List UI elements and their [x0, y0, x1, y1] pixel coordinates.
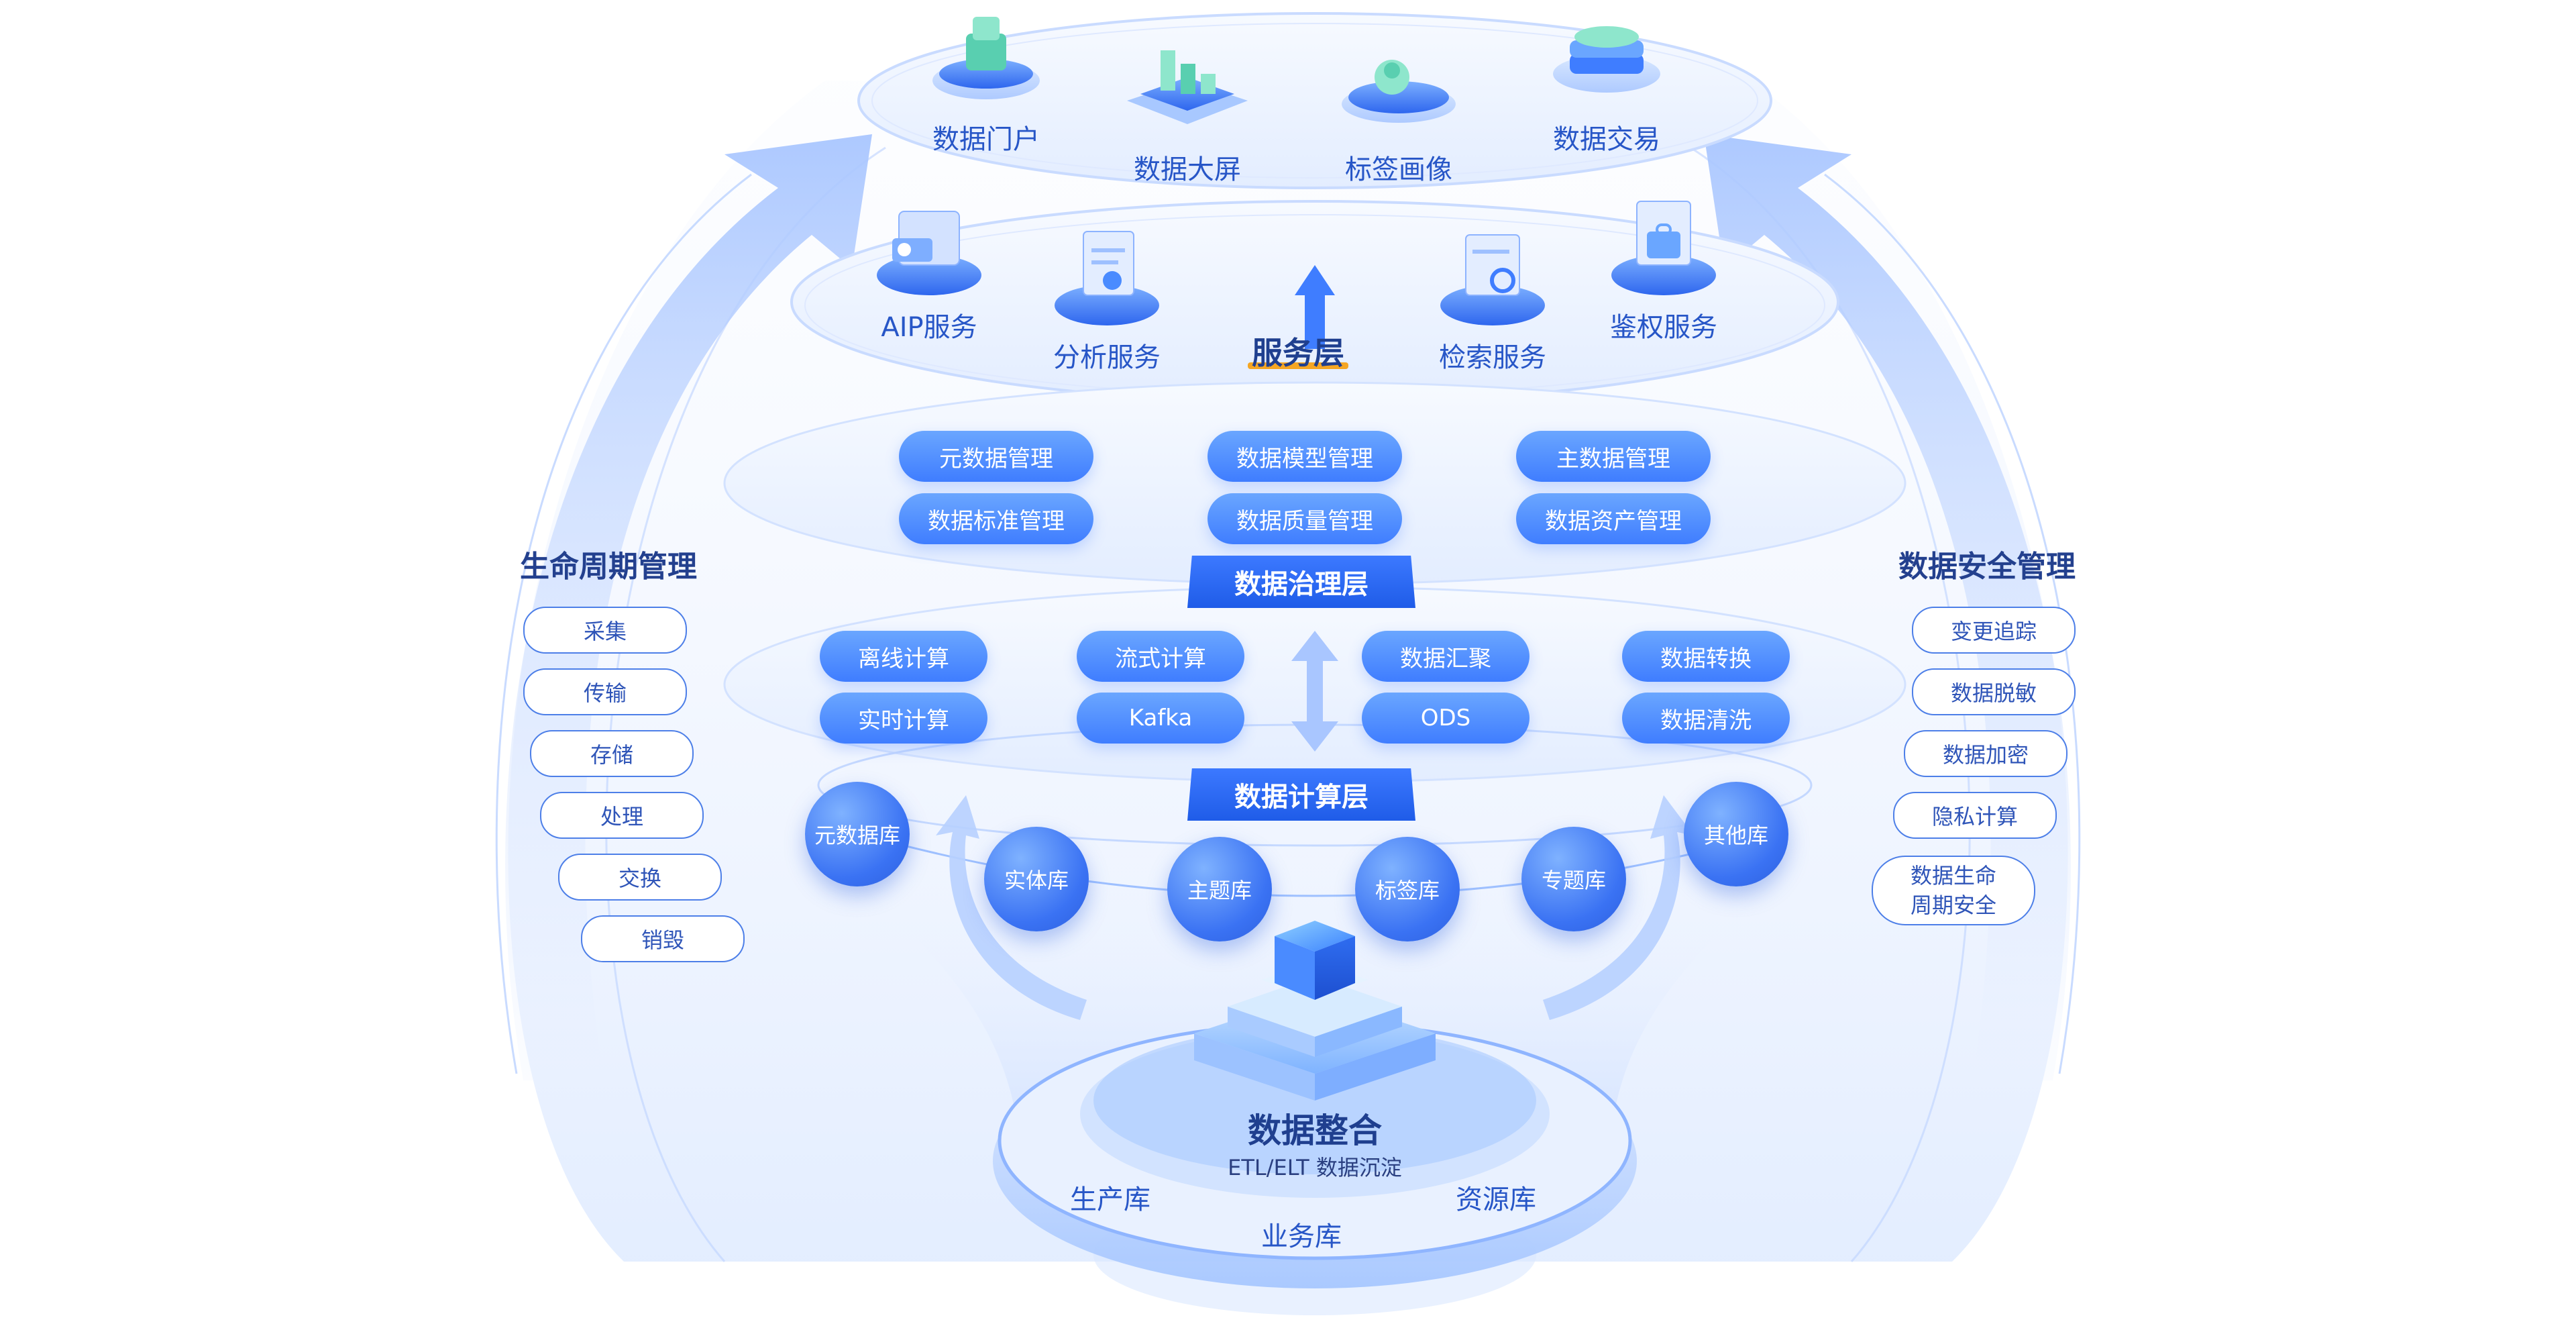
- lifecycle-item-store: 存储: [530, 730, 694, 777]
- security-title: 数据安全管理: [1898, 550, 2076, 584]
- library-entity: 实体库: [984, 827, 1089, 931]
- integration-subtitle: ETL/ELT 数据沉淀: [1228, 1155, 1402, 1180]
- gov-item-master: 主数据管理: [1516, 431, 1711, 482]
- lifecycle-item-destroy: 销毁: [581, 915, 745, 962]
- library-other: 其他库: [1684, 782, 1788, 886]
- gov-item-asset: 数据资产管理: [1516, 493, 1711, 544]
- security-item-lifecycle-line1: 数据生命: [1910, 863, 1996, 888]
- top-item-screen: 数据大屏: [1134, 154, 1241, 185]
- service-item-analysis: 分析服务: [1053, 342, 1161, 373]
- lifecycle-item-exchange: 交换: [558, 854, 722, 901]
- integration-title: 数据整合: [1248, 1111, 1382, 1150]
- security-item-lifecycle-security: 数据生命 周期安全: [1872, 856, 2035, 925]
- lifecycle-title: 生命周期管理: [520, 550, 697, 584]
- gov-item-standard: 数据标准管理: [899, 493, 1093, 544]
- library-topic: 主题库: [1167, 837, 1272, 941]
- security-item-masking: 数据脱敏: [1912, 668, 2076, 715]
- library-tag: 标签库: [1355, 837, 1460, 941]
- lifecycle-item-process: 处理: [540, 792, 704, 839]
- compute-item-transform: 数据转换: [1622, 631, 1790, 682]
- compute-item-offline: 离线计算: [820, 631, 987, 682]
- security-item-lifecycle-line2: 周期安全: [1910, 892, 1996, 918]
- top-item-trading: 数据交易: [1553, 124, 1660, 155]
- top-item-tag-profile: 标签画像: [1345, 154, 1452, 185]
- top-item-portal: 数据门户: [932, 124, 1040, 155]
- gov-item-quality: 数据质量管理: [1208, 493, 1402, 544]
- compute-item-kafka: Kafka: [1077, 693, 1244, 744]
- compute-item-stream: 流式计算: [1077, 631, 1244, 682]
- service-item-search: 检索服务: [1439, 342, 1546, 373]
- library-metadata: 元数据库: [805, 782, 910, 886]
- security-item-change-tracking: 变更追踪: [1912, 607, 2076, 654]
- compute-item-aggregate: 数据汇聚: [1362, 631, 1529, 682]
- gov-item-metadata: 元数据管理: [899, 431, 1093, 482]
- source-resource: 资源库: [1456, 1184, 1536, 1215]
- compute-item-ods: ODS: [1362, 693, 1529, 744]
- source-business: 业务库: [1261, 1221, 1342, 1252]
- governance-layer-title: 数据治理层: [1187, 556, 1415, 608]
- security-item-privacy: 隐私计算: [1893, 792, 2057, 839]
- service-layer-title: 服务层: [1252, 335, 1344, 371]
- service-item-auth: 鉴权服务: [1610, 312, 1717, 343]
- security-item-encryption: 数据加密: [1904, 730, 2068, 777]
- gov-item-model: 数据模型管理: [1208, 431, 1402, 482]
- service-item-aip: AIP服务: [881, 312, 977, 343]
- lifecycle-item-collect: 采集: [523, 607, 687, 654]
- compute-item-cleanse: 数据清洗: [1622, 693, 1790, 744]
- compute-layer-title: 数据计算层: [1187, 768, 1415, 821]
- library-special: 专题库: [1521, 827, 1626, 931]
- lifecycle-item-transmit: 传输: [523, 668, 687, 715]
- source-production: 生产库: [1070, 1184, 1150, 1215]
- compute-item-realtime: 实时计算: [820, 693, 987, 744]
